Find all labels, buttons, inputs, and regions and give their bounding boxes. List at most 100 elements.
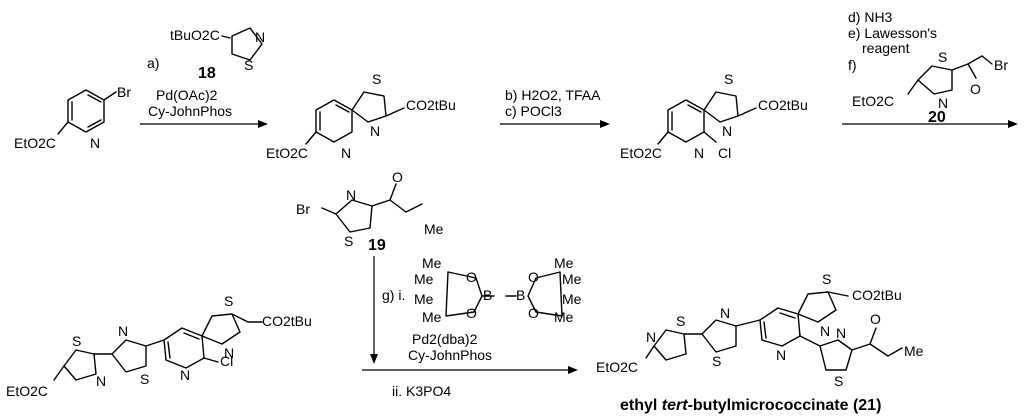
- product-name-italic: tert: [662, 397, 688, 414]
- int3-n-c: N: [224, 345, 234, 361]
- pin-o-1: O: [466, 269, 477, 285]
- prod-ester-left: EtO2C: [596, 359, 638, 375]
- intermediate-3: S N N S S N N Cl CO2tBu EtO2C: [6, 293, 312, 399]
- step4-label: g) i.: [382, 287, 405, 303]
- prod-n-a: N: [646, 329, 656, 345]
- step4-catalyst: Pd2(dba)2: [412, 331, 478, 347]
- pin-me-2: Me: [414, 271, 434, 287]
- boron-right: B: [516, 287, 525, 303]
- prod-s-b: S: [712, 353, 721, 369]
- reagent19-carbonyl-o: O: [392, 169, 403, 185]
- reagent20-br: Br: [994, 57, 1008, 73]
- int3-chloro: Cl: [220, 353, 233, 369]
- product-21: S N N S S N CO2tBu N S O Me N EtO2C: [596, 271, 924, 389]
- reagent19-thiazole-s: S: [344, 233, 353, 249]
- product-name: ethyl tert-butylmicrococcinate (21): [620, 397, 881, 414]
- int3-s-a: S: [72, 333, 81, 349]
- int1-ester-right: CO2tBu: [406, 97, 456, 113]
- prod-n-b: N: [720, 305, 730, 321]
- reagent19-br: Br: [296, 201, 310, 217]
- pin-me-3: Me: [414, 291, 434, 307]
- int3-ester-right: CO2tBu: [262, 313, 312, 329]
- reagent19-thiazole-n: N: [346, 187, 356, 203]
- prod-me: Me: [904, 343, 924, 359]
- int2-chloro: Cl: [718, 145, 731, 161]
- int3-n-a: N: [96, 373, 106, 389]
- prod-s-d: S: [834, 373, 843, 389]
- step1-thiazole-n: N: [255, 29, 265, 45]
- prod-n-d: N: [836, 325, 846, 341]
- reagent20-ester: EtO2C: [852, 93, 894, 109]
- pin-me-8: Me: [554, 309, 574, 325]
- reagent20-thiazole-s: S: [938, 49, 947, 65]
- start-material: Br N EtO2C: [14, 84, 131, 151]
- pin-me-6: Me: [562, 271, 582, 287]
- prod-ester-right: CO2tBu: [852, 287, 902, 303]
- int3-ring-n: N: [180, 367, 190, 383]
- prod-ring-n: N: [776, 347, 786, 363]
- prod-carbonyl-o: O: [870, 311, 881, 327]
- int2-thiazole-n: N: [722, 123, 732, 139]
- int1-ester-left: EtO2C: [266, 145, 308, 161]
- prod-s-a: S: [676, 313, 685, 329]
- int2-ester-left: EtO2C: [620, 145, 662, 161]
- step2-line-b: b) H2O2, TFAA: [505, 87, 601, 103]
- compound-21-label: 21: [858, 397, 876, 414]
- reagent-19: Br N S O Me 19: [296, 169, 444, 254]
- pin-o-2: O: [466, 305, 477, 321]
- int3-n-b: N: [118, 323, 128, 339]
- boron-left: B: [483, 287, 492, 303]
- pin-me-5: Me: [554, 255, 574, 271]
- pin-o-3: O: [528, 269, 539, 285]
- step1-catalyst: Pd(OAc)2: [156, 87, 218, 103]
- pin-o-4: O: [528, 305, 539, 321]
- step4-reagents: g) i. B B O O O O Me Me Me Me Me Me Me M…: [382, 255, 582, 399]
- step1-ester-group: tBuO2C: [170, 27, 220, 43]
- product-name-suffix: -butylmicrococcinate (: [688, 397, 859, 414]
- product-name-prefix: ethyl: [620, 397, 662, 414]
- step3-line-d: d) NH3: [848, 9, 893, 25]
- pin-me-7: Me: [562, 291, 582, 307]
- int3-s-b: S: [140, 371, 149, 387]
- compound-19-label: 19: [368, 237, 386, 254]
- step3-line-f: f): [848, 57, 857, 73]
- step2-arrow: [500, 120, 610, 128]
- start-ester-label: EtO2C: [14, 135, 56, 151]
- step1-label: a): [147, 55, 159, 71]
- step1-ligand: Cy-JohnPhos: [148, 103, 232, 119]
- step4-arrow: [362, 256, 578, 374]
- reagent19-me: Me: [424, 221, 444, 237]
- step3-reagents: d) NH3 e) Lawesson's reagent f) S N O Br…: [848, 9, 1008, 126]
- int2-ring-n: N: [694, 145, 704, 161]
- reagent20-carbonyl-o: O: [970, 81, 981, 97]
- compound-20-label: 20: [928, 109, 946, 126]
- reagent20-thiazole-n: N: [938, 95, 948, 111]
- step3-line-e1: e) Lawesson's: [848, 25, 937, 41]
- prod-s-c: S: [822, 271, 831, 287]
- intermediate-1: S N CO2tBu N EtO2C: [266, 71, 456, 161]
- compound-18-label: 18: [198, 65, 216, 82]
- step2-reagents: b) H2O2, TFAA c) POCl3: [505, 87, 601, 119]
- step1-reagents: a) tBuO2C N S 18 Pd(OAc)2 Cy-JohnPhos: [147, 27, 265, 119]
- int1-thiazole-s: S: [372, 71, 381, 87]
- step3-arrow: [842, 120, 1018, 128]
- int2-ester-right: CO2tBu: [758, 97, 808, 113]
- step4-base: ii. K3PO4: [392, 383, 451, 399]
- step3-line-e2: reagent: [862, 40, 910, 56]
- int3-s-c: S: [224, 293, 233, 309]
- int1-ring-n: N: [341, 145, 351, 161]
- step1-thiazole-s: S: [244, 57, 253, 73]
- step4-ligand: Cy-JohnPhos: [408, 347, 492, 363]
- int1-thiazole-n: N: [370, 123, 380, 139]
- start-br-label: Br: [117, 84, 131, 100]
- int2-thiazole-s: S: [724, 71, 733, 87]
- intermediate-2: S N CO2tBu N Cl EtO2C: [620, 71, 808, 161]
- start-ring-n: N: [90, 135, 100, 151]
- step2-line-c: c) POCl3: [505, 103, 562, 119]
- prod-n-c: N: [820, 323, 830, 339]
- pin-me-4: Me: [422, 309, 442, 325]
- pin-me-1: Me: [422, 255, 442, 271]
- product-name-close: ): [876, 397, 881, 414]
- step1-arrow: [140, 120, 268, 128]
